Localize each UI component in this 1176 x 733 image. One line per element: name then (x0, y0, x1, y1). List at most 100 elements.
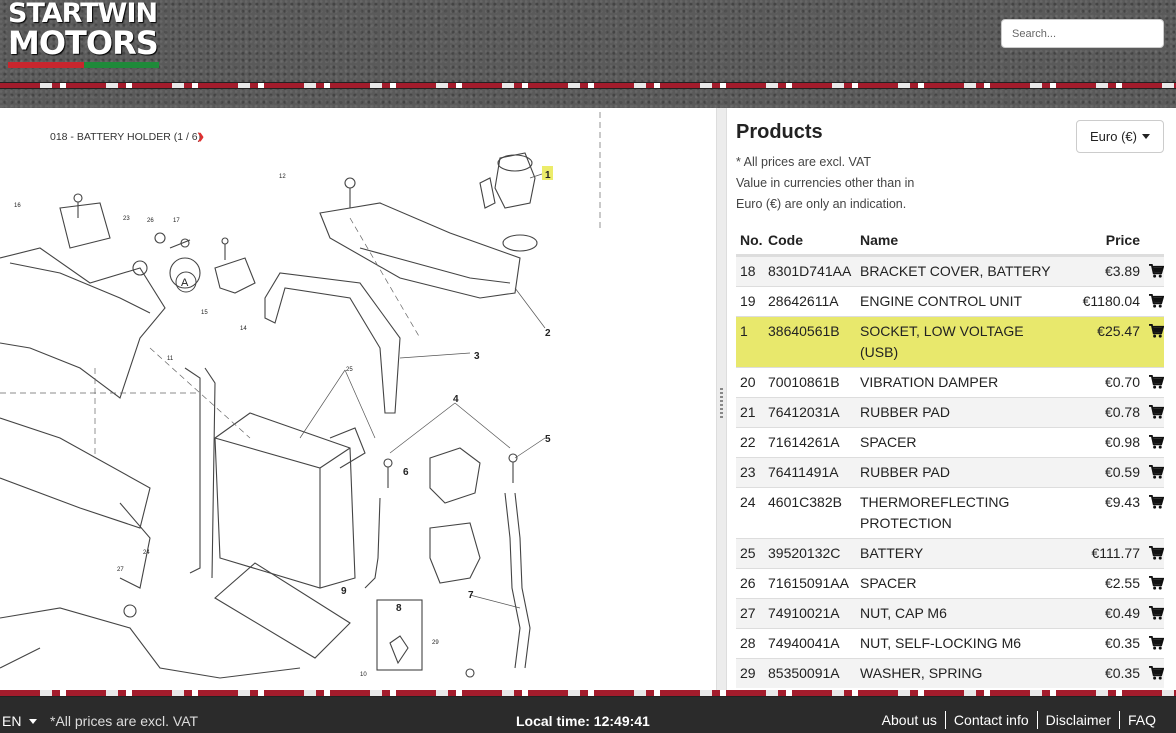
svg-text:6: 6 (403, 467, 409, 478)
site-logo[interactable]: STARTWIN MOTORS (8, 0, 160, 72)
add-to-cart-button[interactable] (1140, 372, 1164, 389)
add-to-cart-button[interactable] (1140, 321, 1164, 338)
add-to-cart-button[interactable] (1140, 291, 1164, 308)
svg-text:23: 23 (123, 216, 130, 222)
callout-numbers: 1 2 3 4 5 6 7 8 9 10 11 12 14 15 16 17 2… (14, 166, 553, 678)
add-to-cart-button[interactable] (1140, 573, 1164, 590)
add-to-cart-button[interactable] (1140, 261, 1164, 278)
shopping-cart-icon (1149, 324, 1164, 338)
shopping-cart-icon (1149, 375, 1164, 389)
add-to-cart-button[interactable] (1140, 633, 1164, 650)
cell-no: 19 (740, 293, 756, 309)
shopping-cart-icon (1149, 465, 1164, 479)
add-to-cart-button[interactable] (1140, 432, 1164, 449)
cell-name: BATTERY (860, 545, 924, 561)
cell-name: NUT, CAP M6 (860, 605, 947, 621)
currency-dropdown[interactable]: Euro (€) (1076, 120, 1164, 153)
cell-name: ENGINE CONTROL UNIT (860, 293, 1023, 309)
parts-diagram[interactable]: 018 - BATTERY HOLDER (1 / 6) › (0, 108, 716, 690)
grip-icon (720, 388, 723, 418)
header-divider-stripe (0, 82, 1176, 89)
cell-code: 28642611A (768, 293, 839, 309)
svg-text:10: 10 (360, 672, 367, 678)
cell-name: SPACER (860, 434, 917, 450)
svg-text:25: 25 (346, 367, 353, 373)
cell-price: €9.43 (1104, 494, 1140, 510)
column-header-price[interactable]: Price (1105, 232, 1140, 248)
shopping-cart-icon (1149, 576, 1164, 590)
shopping-cart-icon (1149, 405, 1164, 419)
svg-text:15: 15 (201, 310, 208, 316)
link-contact-info[interactable]: Contact info (944, 711, 1037, 729)
cell-no: 20 (740, 374, 756, 390)
cell-code: 76412031A (768, 404, 840, 420)
link-about-us[interactable]: About us (881, 712, 937, 728)
column-header-no[interactable]: No. (740, 232, 763, 248)
cell-name: VIBRATION DAMPER (860, 374, 999, 390)
svg-text:9: 9 (341, 586, 347, 597)
svg-text:11: 11 (167, 356, 174, 362)
cell-no: 23 (740, 464, 756, 480)
cell-code: 38640561B (768, 323, 840, 339)
panel-resize-handle[interactable] (716, 108, 727, 690)
table-row[interactable]: 23 76411491A RUBBER PAD €0.59 (736, 457, 1164, 487)
chevron-right-icon[interactable]: › (197, 123, 205, 148)
svg-text:12: 12 (279, 174, 286, 180)
exploded-view-drawing: 1 2 3 4 5 6 7 8 9 10 11 12 14 15 16 17 2… (0, 108, 601, 679)
logo-text-line1: STARTWIN (8, 0, 158, 29)
logo-flag-bar (8, 62, 159, 68)
cell-no: 26 (740, 575, 756, 591)
cell-code: 85350091A (768, 665, 840, 681)
cell-code: 74910021A (768, 605, 840, 621)
language-label: EN (2, 713, 22, 729)
cell-code: 71614261A (768, 434, 840, 450)
add-to-cart-button[interactable] (1140, 543, 1164, 560)
cell-name: THERMOREFLECTING PROTECTION (860, 494, 1010, 531)
cell-price: €0.59 (1104, 464, 1140, 480)
cell-no: 29 (740, 665, 756, 681)
cell-code: 4601C382B (768, 494, 842, 510)
shopping-cart-icon (1149, 435, 1164, 449)
cell-price: €0.70 (1104, 374, 1140, 390)
cell-name: RUBBER PAD (860, 464, 950, 480)
cell-no: 28 (740, 635, 756, 651)
table-header: No. Code Name Price (736, 226, 1164, 256)
cell-price: €3.89 (1104, 263, 1140, 279)
cell-code: 76411491A (768, 464, 839, 480)
footer-divider-stripe (0, 690, 1176, 697)
add-to-cart-button[interactable] (1140, 663, 1164, 680)
cell-name: RUBBER PAD (860, 404, 950, 420)
shopping-cart-icon (1149, 546, 1164, 560)
shopping-cart-icon (1149, 606, 1164, 620)
cell-code: 8301D741AA (768, 263, 852, 279)
add-to-cart-button[interactable] (1140, 492, 1164, 509)
link-faq[interactable]: FAQ (1118, 711, 1164, 729)
shopping-cart-icon (1149, 264, 1164, 278)
logo-text-line2: MOTORS (8, 24, 159, 62)
cell-code: 71615091AA (768, 575, 849, 591)
add-to-cart-button[interactable] (1140, 462, 1164, 479)
svg-text:1: 1 (545, 170, 551, 181)
column-header-code[interactable]: Code (768, 232, 803, 248)
column-header-name[interactable]: Name (860, 232, 899, 248)
svg-text:4: 4 (453, 394, 459, 405)
cell-price: €0.49 (1104, 605, 1140, 621)
cell-no: 25 (740, 545, 756, 561)
add-to-cart-button[interactable] (1140, 603, 1164, 620)
link-disclaimer[interactable]: Disclaimer (1036, 711, 1119, 729)
add-to-cart-button[interactable] (1140, 402, 1164, 419)
language-selector[interactable]: EN (2, 713, 38, 729)
search-input[interactable] (1001, 19, 1164, 48)
